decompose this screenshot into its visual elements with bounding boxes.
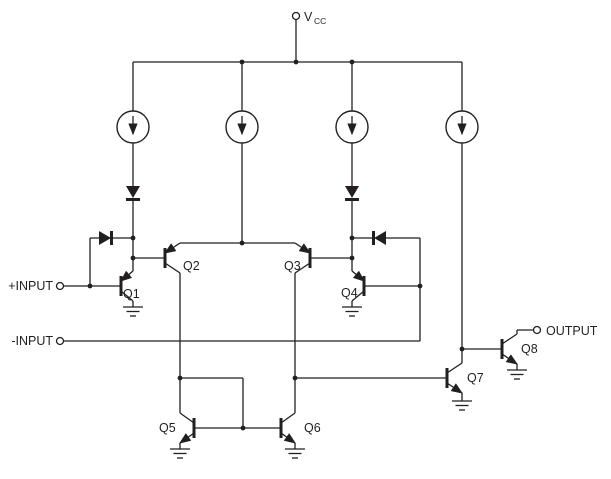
diode-right-clamp	[372, 231, 386, 245]
label-q6: Q6	[304, 421, 321, 435]
diode-left-clamp	[99, 231, 113, 245]
ground-icon-q7	[451, 400, 473, 411]
ground-icon-q8	[506, 369, 528, 380]
output-label: OUTPUT	[546, 324, 598, 338]
plus-input-terminal	[55, 281, 65, 291]
transistor-q2	[163, 242, 181, 274]
plus-input-label: +INPUT	[8, 279, 53, 293]
diode-right-vertical	[345, 186, 359, 201]
current-source-icon-4	[446, 111, 478, 143]
diode-left-vertical	[126, 186, 140, 201]
label-q8: Q8	[521, 342, 538, 356]
minus-input-label: -INPUT	[11, 334, 53, 348]
vcc-terminal	[291, 11, 301, 21]
label-q4: Q4	[341, 286, 358, 300]
ground-icon-q5	[169, 448, 191, 459]
label-q2: Q2	[183, 259, 200, 273]
transistor-q7	[445, 362, 463, 394]
transistor-q3	[294, 242, 312, 274]
ground-icon-q1	[122, 306, 144, 317]
transistor-q1	[119, 270, 134, 302]
label-q5: Q5	[159, 421, 176, 435]
junction-dots	[87, 59, 465, 431]
vcc-label: V	[304, 10, 313, 24]
vcc-subscript-label: CC	[314, 16, 326, 26]
transistor-q6	[279, 412, 296, 444]
minus-input-terminal	[55, 336, 65, 346]
label-q3: Q3	[284, 259, 301, 273]
current-source-icon-2	[226, 111, 258, 143]
ground-icon-q6	[284, 448, 306, 459]
transistor-q4	[351, 270, 366, 302]
transistor-q8	[500, 333, 518, 365]
label-q1: Q1	[123, 287, 140, 301]
transistor-q5	[179, 412, 196, 444]
ground-icon-q4	[341, 306, 363, 317]
current-source-icon-1	[117, 111, 149, 143]
label-q7: Q7	[467, 371, 484, 385]
output-terminal	[532, 325, 542, 335]
current-source-icon-3	[336, 111, 368, 143]
wire-path	[63, 19, 534, 449]
